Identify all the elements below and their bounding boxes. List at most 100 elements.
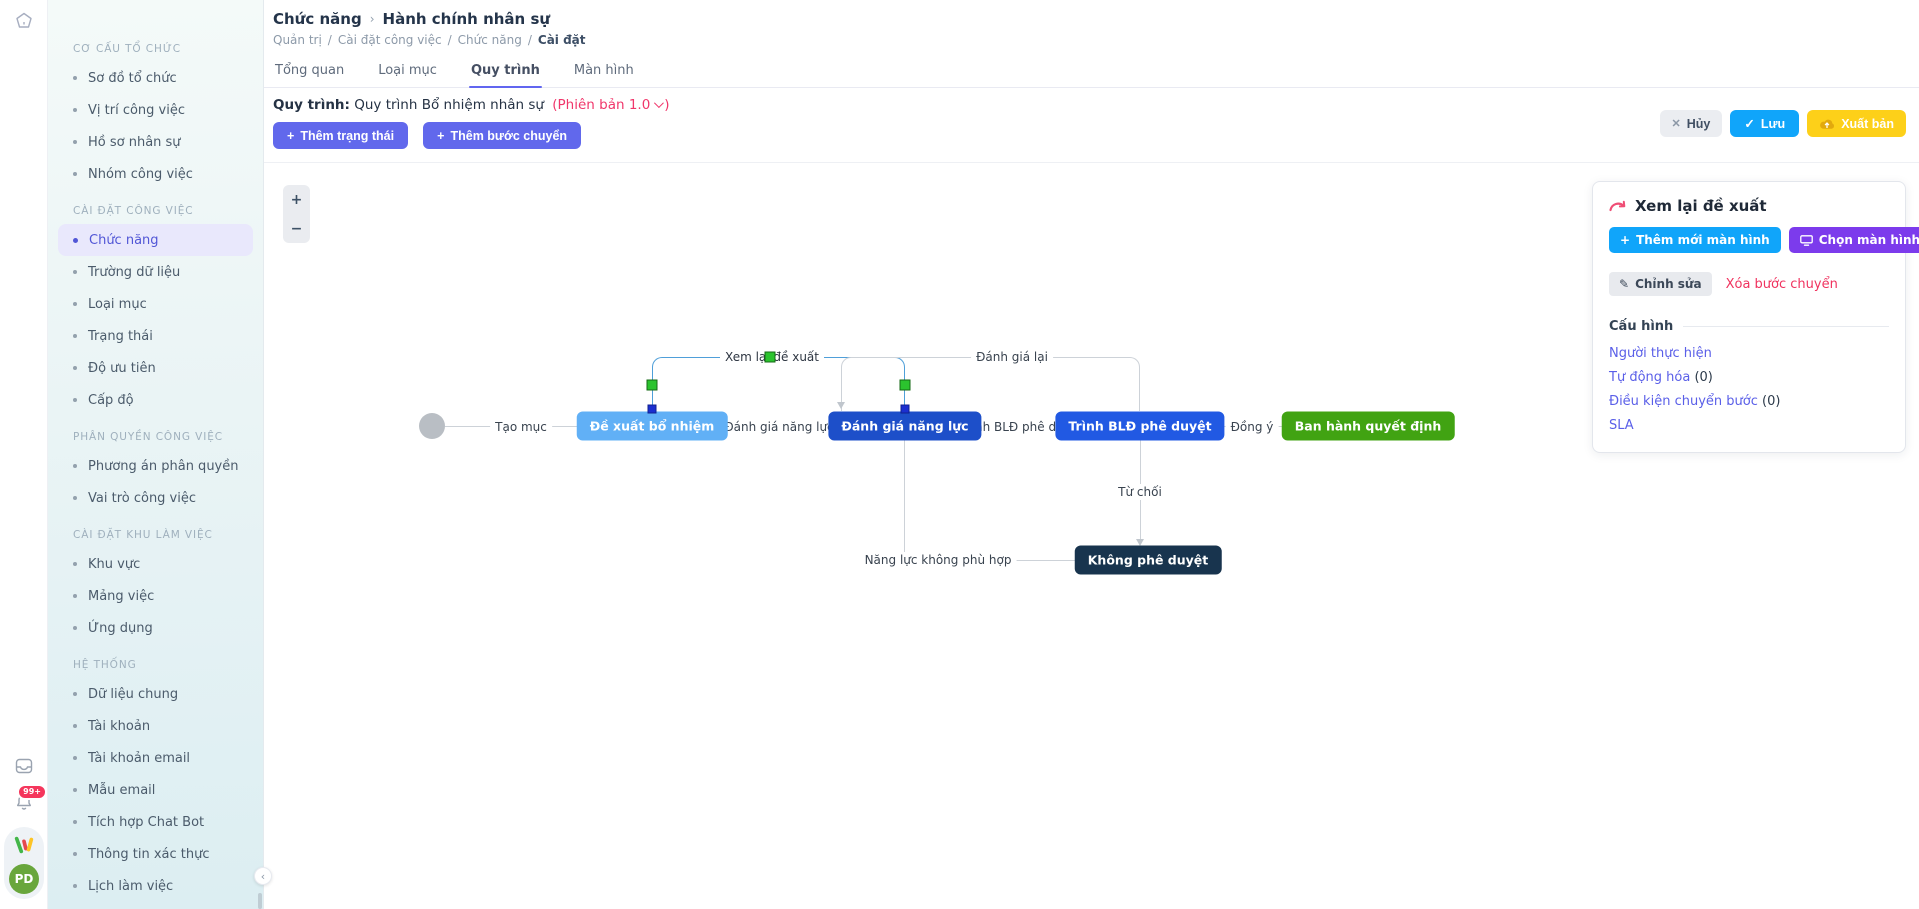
edge-label-tao-muc[interactable]: Tạo mục [490,419,552,435]
bullet-icon [73,788,77,792]
sidebar-item-tich-hop-chat-bot[interactable]: Tích hợp Chat Bot [58,806,253,838]
bullet-icon [73,820,77,824]
tab-tong-quan[interactable]: Tổng quan [275,63,345,78]
sidebar-item-thong-tin-xac-thuc[interactable]: Thông tin xác thực [58,838,253,870]
sidebar-item-khu-vuc[interactable]: Khu vực [58,548,253,580]
sidebar-item-ung-dung[interactable]: Ứng dụng [58,612,253,644]
sidebar-item-phuong-an-phan-quyen[interactable]: Phương án phân quyền [58,450,253,482]
sidebar-item-mang-viec[interactable]: Mảng việc [58,580,253,612]
bullet-icon [73,692,77,696]
sidebar-item-nhom-cong-viec[interactable]: Nhóm công việc [58,158,253,190]
sidebar-item-mau-email[interactable]: Mẫu email [58,774,253,806]
sidebar-item-chuc-nang[interactable]: Chức năng [58,224,253,256]
edge-label-dong-y[interactable]: Đồng ý [1225,419,1279,435]
breadcrumb-link[interactable]: Quản trị [273,33,322,47]
breadcrumb-link[interactable]: Chức năng [457,33,522,47]
sidebar-item-cap-do[interactable]: Cấp độ [58,384,253,416]
edge-handle[interactable] [764,351,776,363]
sidebar-section-title: HỆ THỐNG [73,659,137,671]
edge-handle[interactable] [646,379,658,391]
add-screen-button[interactable]: +Thêm mới màn hình [1609,227,1781,253]
tab-loai-muc[interactable]: Loại mục [378,63,437,78]
close-icon: ✕ [1671,118,1681,130]
process-title: Quy trình: Quy trình Bổ nhiệm nhân sự (P… [273,97,670,113]
sidebar-item-lich-lam-viec[interactable]: Lịch làm việc [58,870,253,902]
sidebar-item-trang-thai[interactable]: Trạng thái [58,320,253,352]
delete-transition-link[interactable]: Xóa bước chuyển [1725,276,1838,292]
tab-quy-trinh[interactable]: Quy trình [468,57,542,88]
sidebar-item-ho-so-nhan-su[interactable]: Hồ sơ nhân sự [58,126,253,158]
state-node-ban-hanh-quyet-dinh[interactable]: Ban hành quyết định [1281,411,1455,441]
sidebar-item-do-uu-tien[interactable]: Độ ưu tiên [58,352,253,384]
config-link-sla[interactable]: SLA [1609,418,1634,433]
sidebar-section-title: CÀI ĐẶT KHU LÀM VIỆC [73,529,213,541]
edge-label-trinh-bld-phe-duyet[interactable]: Trình BLĐ phê duyệt [956,419,1088,435]
chevron-right-icon: › [369,12,375,26]
edge-label-danh-gia-nang-luc[interactable]: Đánh giá năng lực [719,419,839,435]
inbox-icon[interactable] [13,755,35,777]
breadcrumb-function[interactable]: Chức năng [273,10,362,28]
transition-path-danh-gia-lai[interactable] [841,357,1140,411]
sidebar: CƠ CẤU TỔ CHỨC Sơ đồ tổ chức Vị trí công… [48,0,272,909]
add-state-button[interactable]: +Thêm trạng thái [273,122,409,149]
sidebar-item-tai-khoan-email[interactable]: Tài khoản email [58,742,253,774]
sidebar-item-loai-muc[interactable]: Loại mục [58,288,253,320]
sidebar-scrollbar[interactable] [258,893,262,909]
state-node-khong-phe-duyet[interactable]: Không phê duyệt [1074,545,1222,575]
icon-rail: 99+ PD [0,0,48,909]
tab-man-hinh[interactable]: Màn hình [573,63,634,78]
choose-screen-button[interactable]: Chọn màn hình đã có [1788,227,1919,253]
start-node[interactable] [419,413,445,439]
breadcrumb-module[interactable]: Hành chính nhân sự [382,10,551,28]
sidebar-item-vai-tro-cong-viec[interactable]: Vai trò công việc [58,482,253,514]
config-link-nguoi-thuc-hien[interactable]: Người thực hiện [1609,346,1712,361]
edge-label-danh-gia-lai[interactable]: Đánh giá lại [971,349,1053,365]
bullet-icon [73,756,77,760]
edge-label-tu-choi[interactable]: Từ chối [1113,484,1167,500]
config-section-title: Cấu hình [1609,319,1674,334]
transition-arrow-icon [1609,200,1626,212]
config-link-tu-dong-hoa[interactable]: Tự động hóa (0) [1609,370,1713,385]
sidebar-item-so-do-to-chuc[interactable]: Sơ đồ tổ chức [58,62,253,94]
process-toolbar: Quy trình: Quy trình Bổ nhiệm nhân sự (P… [264,88,1919,163]
plus-icon: + [437,128,445,143]
state-node-danh-gia-nang-luc[interactable]: Đánh giá năng lực [828,411,982,441]
cancel-button[interactable]: ✕Hủy [1659,110,1723,137]
edge-anchor[interactable] [900,404,910,414]
edge-label-nang-luc-khong-phu-hop[interactable]: Năng lực không phù hợp [859,552,1017,568]
panel-title: Xem lại đề xuất [1635,197,1767,215]
avatar[interactable]: PD [9,864,39,894]
breadcrumb-link[interactable]: Cài đặt công việc [337,33,442,47]
workspace-pill: PD [4,827,44,899]
state-node-de-xuat-bo-nhiem[interactable]: Đề xuất bổ nhiệm [576,411,728,441]
arrowhead-icon [1136,539,1144,546]
publish-button[interactable]: Xuất bản [1807,110,1906,137]
zoom-in-button[interactable]: + [290,191,303,208]
state-node-trinh-bld-phe-duyet[interactable]: Trình BLĐ phê duyệt [1055,411,1225,441]
sidebar-item-tai-khoan[interactable]: Tài khoản [58,710,253,742]
edge-handle[interactable] [899,379,911,391]
sidebar-item-vi-tri-cong-viec[interactable]: Vị trí công việc [58,94,253,126]
bullet-icon [73,594,77,598]
check-icon: ✓ [1744,117,1755,131]
bell-icon[interactable]: 99+ [13,784,47,813]
edit-button[interactable]: ✎Chỉnh sửa [1609,272,1712,296]
bullet-icon [73,172,77,176]
add-transition-button[interactable]: +Thêm bước chuyển [423,122,582,149]
config-link-dieu-kien-chuyen-buoc[interactable]: Điều kiện chuyển bước (0) [1609,394,1781,409]
bullet-icon [73,140,77,144]
app-logo-icon[interactable] [13,834,35,856]
sidebar-item-truong-du-lieu[interactable]: Trường dữ liệu [58,256,253,288]
home-icon[interactable] [13,10,35,32]
sidebar-item-du-lieu-chung[interactable]: Dữ liệu chung [58,678,253,710]
sidebar-collapse-button[interactable]: ‹ [254,867,272,885]
transition-detail-panel: Xem lại đề xuất +Thêm mới màn hình Chọn … [1592,181,1919,453]
save-button[interactable]: ✓Lưu [1730,110,1800,137]
bullet-icon [73,724,77,728]
version-selector[interactable]: (Phiên bản 1.0) [552,97,670,113]
bullet-icon [73,366,77,370]
edge-anchor[interactable] [647,404,657,414]
zoom-out-button[interactable]: − [290,220,303,237]
bullet-icon [73,398,77,402]
